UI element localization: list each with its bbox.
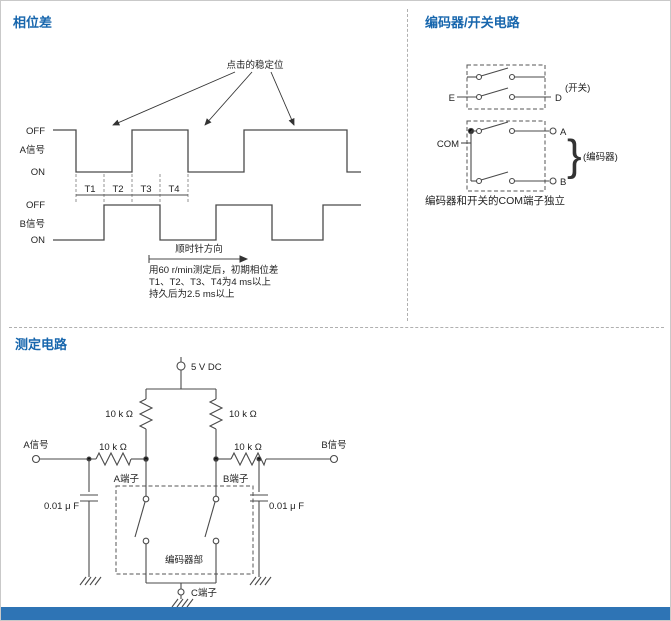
- signal-b-name-label: B信号: [20, 218, 45, 230]
- terminal-a-label: A: [560, 127, 567, 138]
- phase-note: 用60 r/min测定后，初期相位差 T1、T2、T3、T4为4 ms以上 持久…: [149, 264, 278, 300]
- t1-label: T1: [84, 184, 95, 195]
- measurement-section-title: 测定电路: [15, 337, 68, 352]
- direction-label: 顺时针方向: [175, 243, 223, 255]
- encoder-brace: }: [567, 131, 582, 180]
- phase-note-line2: T1、T2、T3、T4为4 ms以上: [149, 276, 271, 288]
- measurement-circuit-diagram: 5 V DC 10 k Ω 10 k Ω A信: [23, 357, 347, 607]
- t2-label: T2: [112, 184, 123, 195]
- encoder-label: (编码器): [583, 151, 618, 163]
- capacitor-right: [250, 459, 268, 577]
- direction-arrow: [148, 255, 249, 263]
- encoder-dashed-box: [466, 120, 546, 192]
- terminal-c-label: C端子: [191, 587, 217, 599]
- vertical-divider: [407, 9, 408, 321]
- supply-label: 5 V DC: [191, 362, 222, 373]
- encoder-switch-diagram: E D (开关) COM A B } (编码器): [437, 64, 618, 192]
- capacitor-right-label: 0.01 μ F: [269, 501, 304, 512]
- terminal-b-label: B端子: [223, 473, 249, 485]
- terminal-e-label: E: [449, 93, 455, 104]
- ground-right: [249, 576, 272, 586]
- terminal-a-label: A端子: [114, 473, 140, 485]
- resistor-mid-right-label: 10 k Ω: [234, 442, 262, 453]
- resistor-top-right-label: 10 k Ω: [229, 409, 257, 420]
- signal-row: [31, 451, 339, 467]
- power-supply-symbol: [176, 357, 186, 389]
- resistor-top-left-label: 10 k Ω: [105, 409, 133, 420]
- t3-label: T3: [140, 184, 151, 195]
- encoder-switch-caption: 编码器和开关的COM端子独立: [425, 195, 565, 207]
- phase-timing-diagram: 点击的稳定位 OFF A信号 ON T1 T2 T3 T4: [20, 59, 361, 300]
- pullup-network: [138, 388, 224, 459]
- click-stable-label: 点击的稳定位: [226, 59, 284, 71]
- encoder-part-box: [115, 485, 254, 575]
- signal-a-labels: OFF A信号 ON: [20, 126, 46, 178]
- t-measure: T1 T2 T3 T4: [76, 184, 188, 196]
- footer-bar: [1, 607, 670, 620]
- ab-terminal-wires: [145, 459, 217, 496]
- ground-left: [79, 576, 102, 586]
- signal-a-label: A信号: [23, 439, 48, 451]
- switch-dashed-box: [466, 64, 546, 110]
- com-label: COM: [437, 139, 459, 150]
- c-terminal-wires: [145, 544, 217, 599]
- phase-note-line1: 用60 r/min测定后，初期相位差: [149, 264, 278, 276]
- terminal-d-label: D: [555, 93, 562, 104]
- signal-a-off-label: OFF: [26, 126, 45, 137]
- phase-section-title: 相位差: [13, 15, 53, 30]
- resistor-mid-left-label: 10 k Ω: [99, 442, 127, 453]
- t4-label: T4: [168, 184, 179, 195]
- signal-a-waveform: [53, 129, 361, 173]
- encoder-switches: [134, 495, 220, 545]
- switch-label: (开关): [565, 82, 590, 94]
- phase-note-line3: 持久后为2.5 ms以上: [149, 288, 235, 300]
- signal-b-label: B信号: [321, 439, 346, 451]
- signal-b-on-label: ON: [31, 235, 45, 246]
- terminal-b-label: B: [560, 177, 566, 188]
- signal-b-waveform: [53, 204, 361, 241]
- click-stable-arrows: [112, 71, 295, 126]
- capacitor-left: [80, 459, 98, 577]
- capacitor-left-label: 0.01 μ F: [44, 501, 79, 512]
- encoder-box-label: 编码器部: [165, 554, 203, 566]
- signal-a-on-label: ON: [31, 167, 45, 178]
- signal-b-off-label: OFF: [26, 200, 45, 211]
- ground-center: [171, 598, 194, 607]
- encoder-switch-section-title: 编码器/开关电路: [425, 15, 520, 30]
- signal-b-labels: OFF B信号 ON: [20, 200, 46, 246]
- signal-a-name-label: A信号: [20, 144, 45, 156]
- horizontal-divider: [9, 327, 664, 328]
- encoder-contacts: [461, 121, 557, 185]
- switch-contacts: [457, 67, 551, 101]
